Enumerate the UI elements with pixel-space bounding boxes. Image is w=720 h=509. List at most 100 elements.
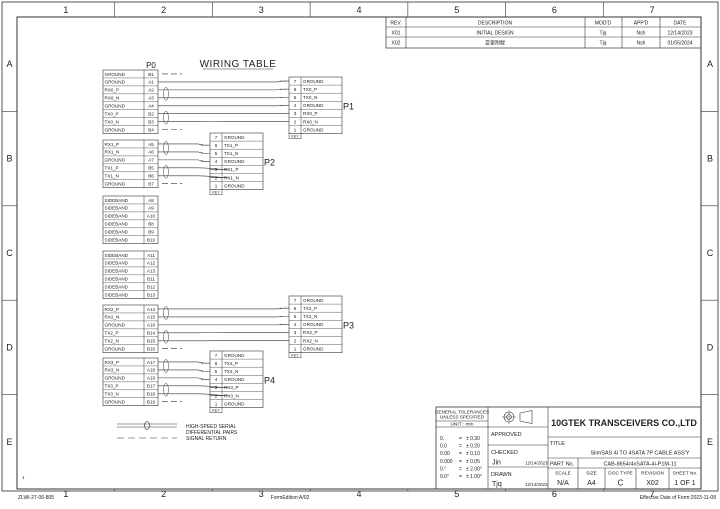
shield-marker <box>163 330 169 344</box>
title-label: TITLE <box>550 441 565 447</box>
connector-signal-name: RX0_P <box>303 111 318 116</box>
p0-signal-name: RX3_N <box>105 368 120 373</box>
connector-pin-number: 1 <box>215 401 218 406</box>
drawn-date: 12/14/2023 <box>525 482 548 487</box>
connector-signal-name: GROUND <box>303 103 324 108</box>
p0-signal-name: SIDEBAND <box>105 198 129 203</box>
tolerance-limit: ± 0.10 <box>466 451 480 457</box>
grid-row-label: E <box>6 437 12 447</box>
connector-pin-number: 5 <box>215 151 218 156</box>
p0-pin-number: B9 <box>148 230 154 235</box>
p0-signal-name: RX0_N <box>105 96 120 101</box>
wire-legend: HIGH-SPEED SERIAL DIFFERENTIAL PAIRS SIG… <box>117 421 238 442</box>
connector-key-box <box>288 133 302 139</box>
p0-signal-name: SIDEBAND <box>105 222 129 227</box>
p0-pin-number: A7 <box>148 158 154 163</box>
grid-row-label-right: E <box>707 437 713 447</box>
p0-pin-number: A9 <box>148 206 154 211</box>
shield-marker <box>163 359 169 373</box>
p0-pin-number: B14 <box>147 331 156 336</box>
connector-pin-number: 4 <box>215 159 218 164</box>
unit-label: UNIT : mm <box>450 422 473 428</box>
rev-row2-description: 変更附録 <box>485 40 505 47</box>
connector-signal-name: GROUND <box>224 159 245 164</box>
connector-pin-number: 4 <box>294 103 297 108</box>
p0-signal-name: GROUND <box>105 376 126 381</box>
wire <box>158 80 289 83</box>
grid-col-label: 2 <box>161 5 166 15</box>
tolerance-value: 0.° <box>440 466 446 472</box>
shield-marker <box>163 165 169 179</box>
legend-text-1: HIGH-SPEED SERIAL <box>186 424 237 430</box>
connector-pin-number: 5 <box>294 95 297 100</box>
grid-row-label-right: D <box>707 342 714 352</box>
connector-label: P1 <box>343 101 354 111</box>
tolerance-limit: ± 1.00° <box>466 474 482 480</box>
wire <box>158 315 289 318</box>
connector-signal-name: RX1_N <box>224 175 239 180</box>
connector-key-box <box>209 189 223 195</box>
p0-signal-name: SIDEBAND <box>105 230 129 235</box>
connector-key-box <box>288 352 302 358</box>
connector-signal-name: GROUND <box>224 401 245 406</box>
connector-signal-name: RX2_N <box>303 338 318 343</box>
p0-signal-name: GROUND <box>105 323 126 328</box>
p0-signal-name: RX0_P <box>105 88 120 93</box>
p0-pin-number: B15 <box>147 339 156 344</box>
rev-header-modd: MOD'D <box>595 21 612 27</box>
p0-signal-name: TX3_N <box>105 392 119 397</box>
grid-col-label: 5 <box>454 5 459 15</box>
legend-shield <box>144 421 150 430</box>
shield-marker <box>163 110 169 125</box>
connector-signal-name: GROUND <box>224 135 245 140</box>
tolerances-title-line: GENERAL TOLERANCES <box>435 410 489 415</box>
connector-pin-number: 5 <box>215 369 218 374</box>
grid-col-label: 1 <box>63 5 68 15</box>
connector-signal-name: TX3_P <box>224 361 238 366</box>
crossed-wire <box>158 393 229 396</box>
doctype-label: DOC TYPE <box>608 471 632 477</box>
projection-symbol-icon <box>502 410 533 424</box>
p0-signal-name: GROUND <box>105 182 126 187</box>
rev-row1-modd: Tjq <box>600 31 607 37</box>
tolerance-range: = <box>459 451 462 457</box>
wire <box>158 324 289 326</box>
tolerance-value: 0.0 <box>440 444 447 450</box>
crossed-wire <box>158 167 229 170</box>
p0-label: P0 <box>146 61 156 70</box>
p0-signal-name: SIDEBAND <box>105 277 129 282</box>
grid-col-label: 4 <box>356 5 361 15</box>
rev-row1-date: 12/14/2023 <box>667 31 692 37</box>
wire <box>158 361 210 364</box>
p0-signal-name: TX1_P <box>105 166 119 171</box>
p0-pin-number: B11 <box>147 277 155 282</box>
tolerance-limit: ± 0.30 <box>466 436 480 442</box>
p0-pin-number: B10 <box>147 238 156 243</box>
p0-pin-number: A10 <box>147 214 156 219</box>
revision-value: X02 <box>646 480 659 487</box>
connector-pin-number: 6 <box>294 306 297 311</box>
p0-pin-number: B3 <box>148 119 154 124</box>
connector-pin-number: 7 <box>294 298 297 303</box>
doctype-value: C <box>618 479 624 488</box>
p0-signal-name: GROUND <box>105 72 126 77</box>
tolerance-limit: ± 0.05 <box>466 459 480 465</box>
p0-signal-name: GROUND <box>105 400 126 405</box>
p0-signal-name: TX2_N <box>105 339 119 344</box>
checked-by: Jin <box>492 460 501 467</box>
connector-signal-name: GROUND <box>224 377 245 382</box>
p0-pin-number: A18 <box>147 368 156 373</box>
p0-signal-name: RX2_N <box>105 315 120 320</box>
footer-form-edition: FormEdition:A/02 <box>271 495 310 501</box>
wire-group <box>158 73 289 403</box>
p0-signal-name: TX3_P <box>105 384 119 389</box>
p0-pin-number: A12 <box>147 261 156 266</box>
tolerance-range: = <box>459 466 462 472</box>
tolerance-value: 0.00 <box>440 451 450 457</box>
connector-signal-name: RX1_P <box>224 167 239 172</box>
inner-border <box>16 16 702 490</box>
connector-signal-name: RX2_P <box>303 330 318 335</box>
